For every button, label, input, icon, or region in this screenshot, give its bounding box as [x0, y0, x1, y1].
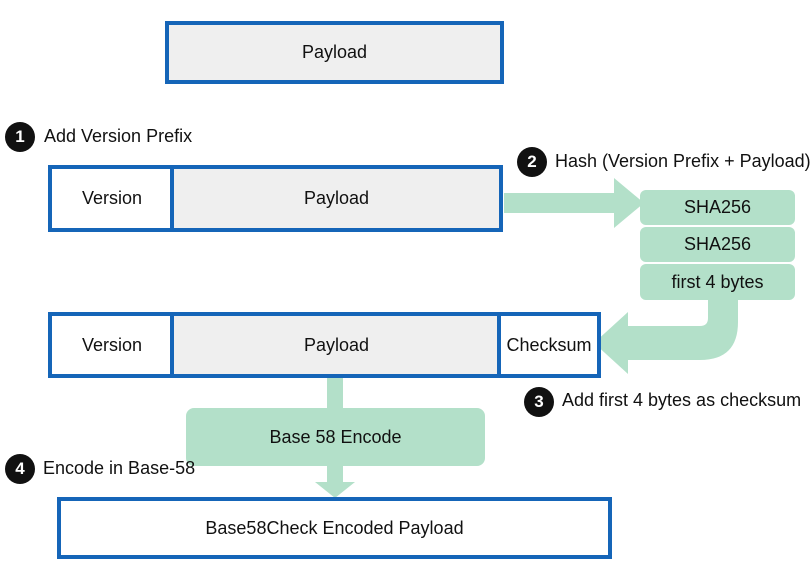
version-box-row2: Version — [48, 165, 176, 232]
arrow-to-hash — [504, 178, 644, 228]
payload-label: Payload — [303, 188, 370, 208]
step-1-label: Add Version Prefix — [44, 126, 193, 146]
checksum-label: Checksum — [506, 334, 592, 355]
payload-box-row2: Payload — [170, 165, 503, 232]
step-2-badge: 2 — [517, 147, 547, 177]
payload-label: Payload — [301, 42, 368, 62]
step-1-badge: 1 — [5, 122, 35, 152]
connector-to-encode — [327, 378, 343, 410]
step-2-label: Hash (Version Prefix + Payload) — [555, 151, 811, 171]
step-4-label: Encode in Base-58 — [43, 458, 196, 478]
arrow-to-result — [315, 466, 355, 498]
sha256-box-2: SHA256 — [640, 227, 795, 262]
result-box: Base58Check Encoded Payload — [57, 497, 612, 559]
base58-encode-box: Base 58 Encode — [186, 408, 485, 466]
payload-box-top: Payload — [165, 21, 504, 84]
version-label: Version — [81, 188, 143, 208]
version-label: Version — [81, 334, 143, 355]
sha256-box-1: SHA256 — [640, 190, 795, 225]
result-label: Base58Check Encoded Payload — [205, 517, 464, 538]
checksum-box: Checksum — [497, 312, 601, 378]
step-3-badge: 3 — [524, 387, 554, 417]
first-4-bytes-box: first 4 bytes — [640, 264, 795, 300]
version-box-row3: Version — [48, 312, 176, 378]
arrow-to-checksum — [594, 298, 738, 374]
step-4-badge: 4 — [5, 454, 35, 484]
payload-label: Payload — [303, 334, 370, 355]
payload-box-row3: Payload — [170, 312, 503, 378]
step-3-label: Add first 4 bytes as checksum — [562, 390, 802, 410]
